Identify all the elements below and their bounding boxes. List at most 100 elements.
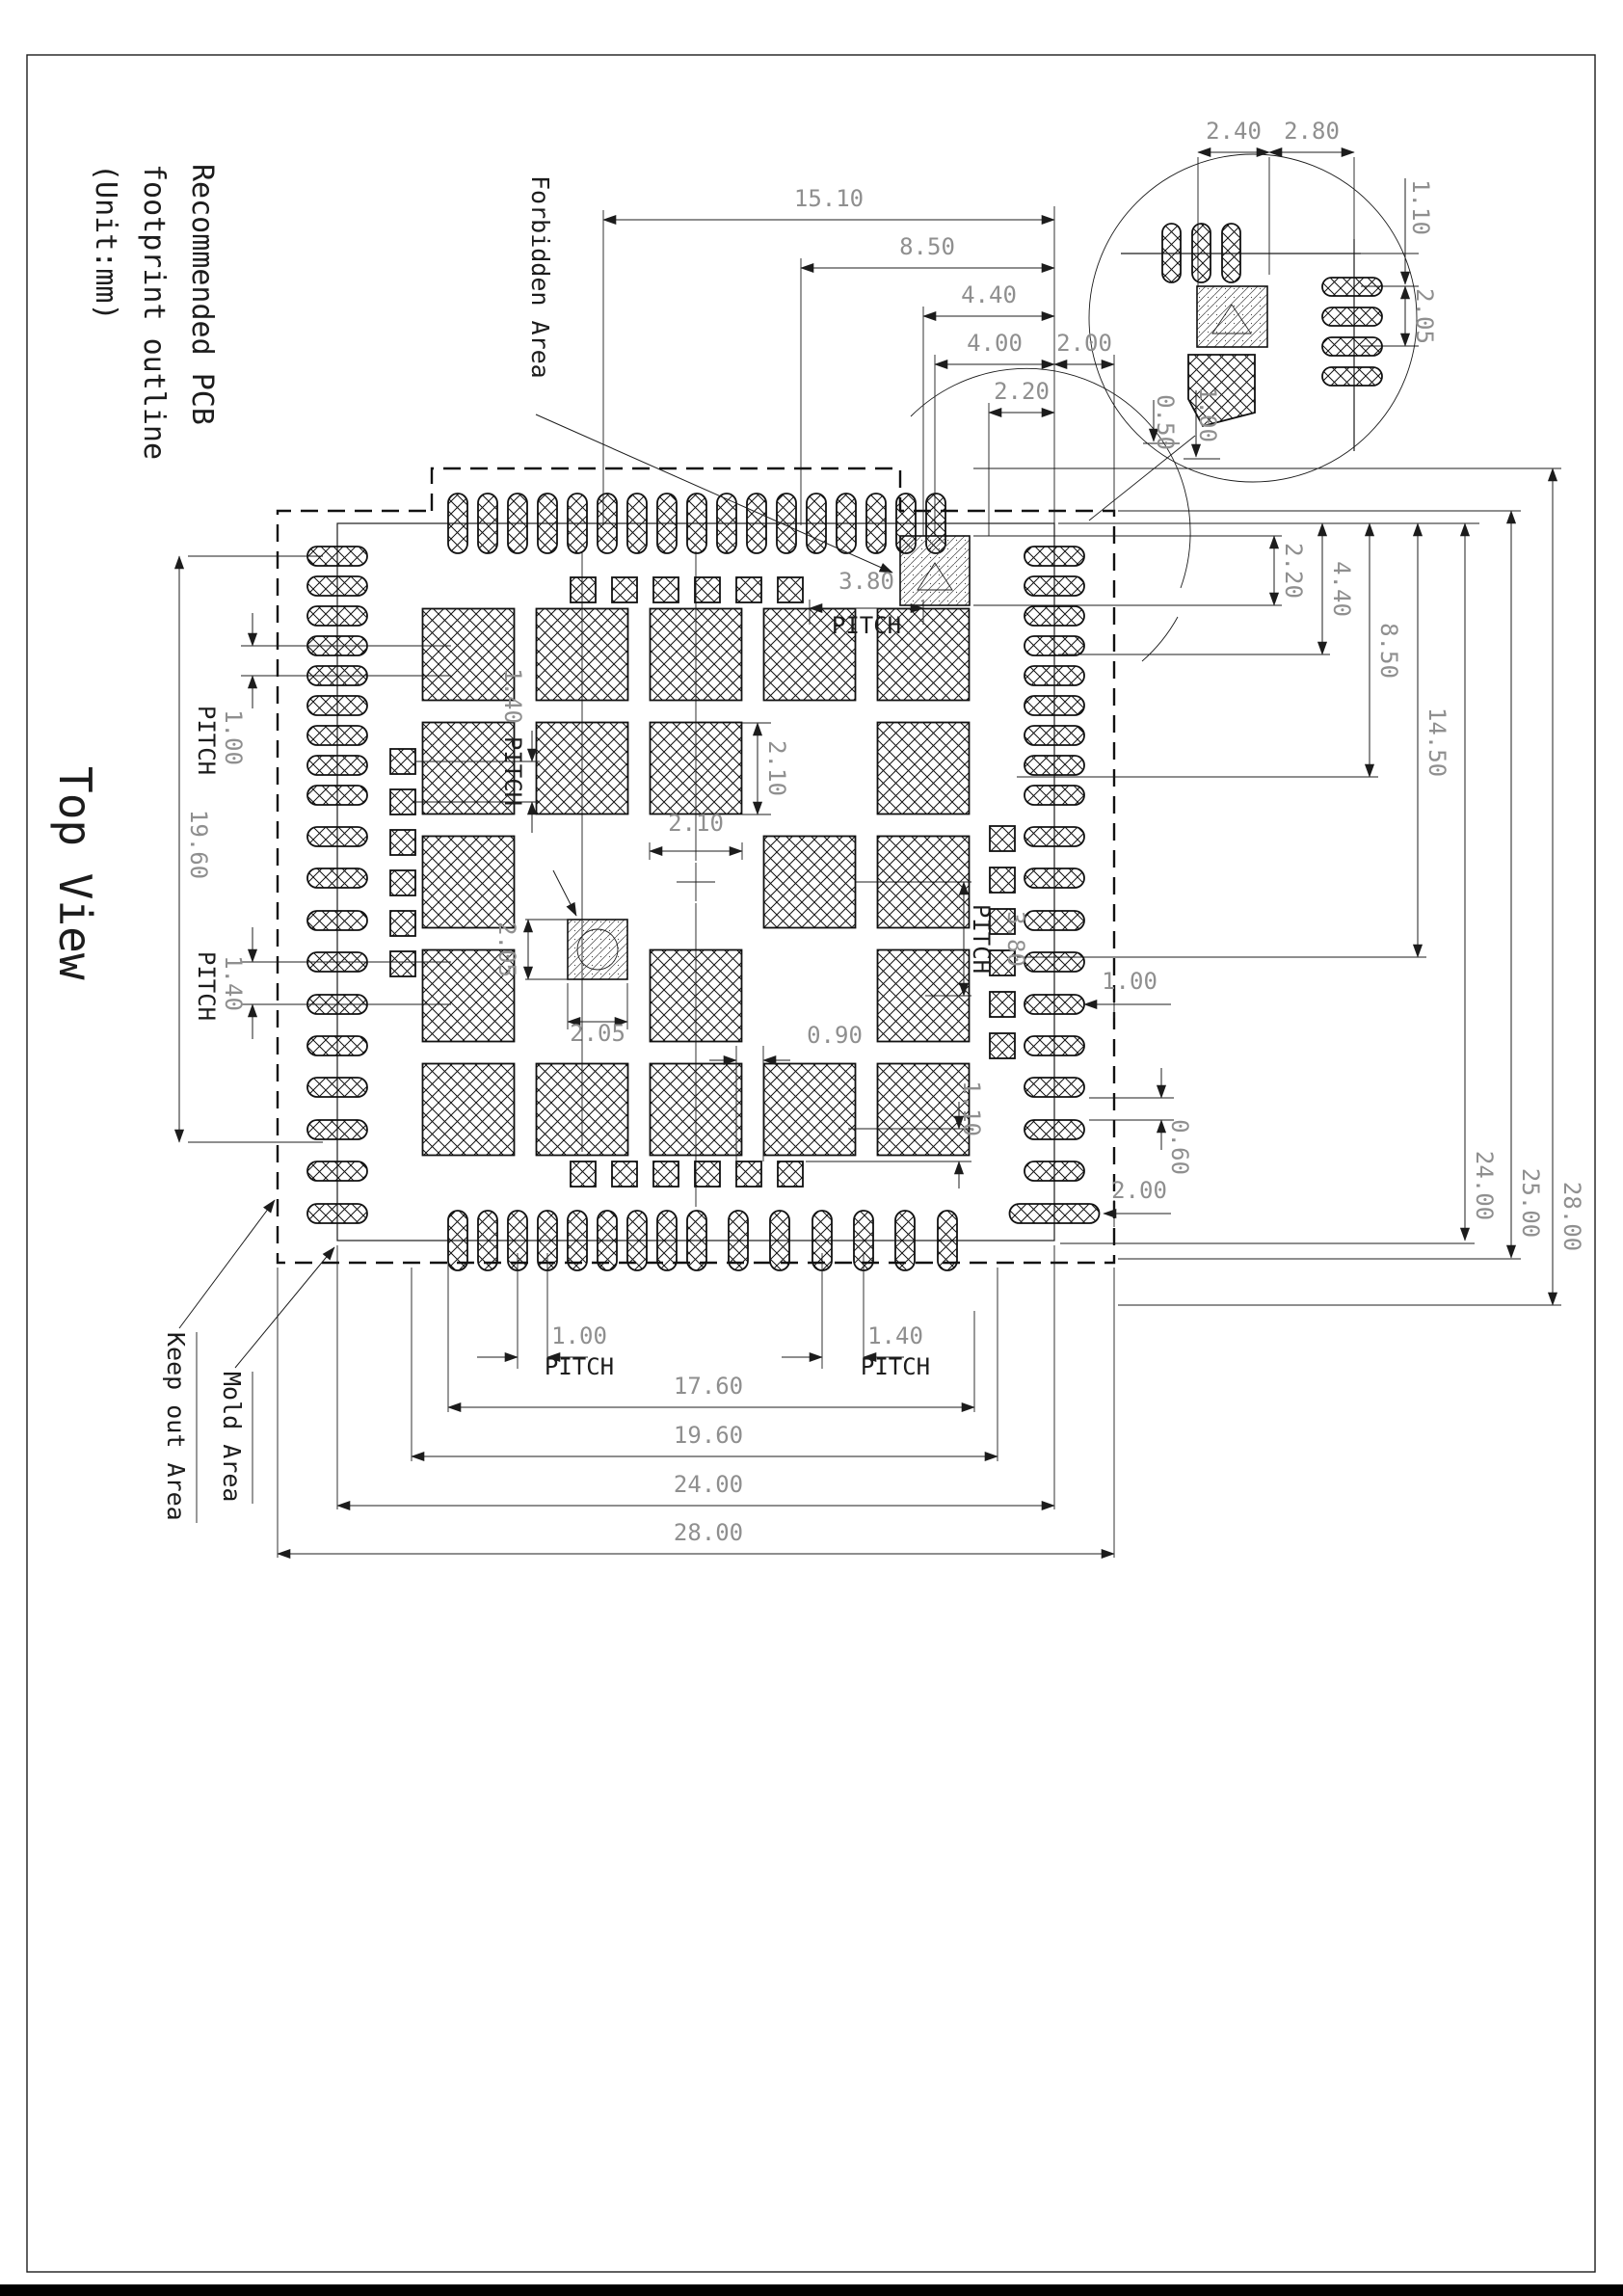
castellated-pad (1024, 1077, 1085, 1098)
smd-pad (989, 908, 1016, 935)
dim-b-17-60: 17.60 (674, 1373, 743, 1400)
castellated-pad (686, 1210, 707, 1271)
dim-b-24-00: 24.00 (674, 1471, 743, 1498)
thermal-leader (552, 869, 577, 917)
castellated-pad (537, 493, 558, 554)
smd-pad (777, 1161, 804, 1188)
castellated-pad (567, 1210, 588, 1271)
keepout-leader (178, 1199, 276, 1329)
bubble-pad (1191, 223, 1211, 283)
dim-top-2-00: 2.00 (1056, 330, 1112, 357)
dim-b-pitch-2: PITCH (861, 1353, 930, 1380)
dim-top-4-00: 4.00 (967, 330, 1023, 357)
castellated-pad (937, 1210, 958, 1271)
castellated-pad (769, 1210, 790, 1271)
castellated-pad (306, 1077, 368, 1098)
bubble-pad (1161, 223, 1182, 283)
dim-right-8-50: 8.50 (1375, 623, 1402, 679)
bubble-pad (1221, 223, 1241, 283)
smd-pad (570, 576, 597, 603)
smd-pad (735, 576, 762, 603)
smd-pad (694, 576, 721, 603)
castellated-pad (1024, 1035, 1085, 1056)
castellated-pad (1008, 1203, 1101, 1224)
smd-pad (570, 1161, 597, 1188)
dim-c-3-80: 3.80 (838, 568, 894, 595)
smd-pad (611, 1161, 638, 1188)
dimension-geometry (173, 147, 1561, 1560)
smd-pad (735, 1161, 762, 1188)
smd-pad (611, 576, 638, 603)
smd-pad (389, 950, 416, 977)
bubble-pad (1321, 336, 1383, 357)
castellated-pad (836, 493, 857, 554)
castellated-pad (306, 1203, 368, 1224)
dim-left-pitch-2: PITCH (193, 951, 220, 1021)
castellated-pad (626, 1210, 648, 1271)
castellated-pad (865, 493, 887, 554)
castellated-pad (656, 1210, 678, 1271)
castellated-pad (626, 493, 648, 554)
castellated-pad (1024, 910, 1085, 931)
dim-c-2-05h: 2.05 (570, 1020, 625, 1047)
thermal-via (576, 928, 619, 971)
dim-c-pitch-b: PITCH (832, 612, 901, 639)
dim-c-0-90: 0.90 (807, 1022, 863, 1049)
dim-top-2-20: 2.20 (994, 378, 1050, 405)
dim-b-1-00: 1.00 (551, 1322, 607, 1349)
castellated-pad (306, 755, 368, 776)
dim-rs-2-00: 2.00 (1111, 1177, 1167, 1204)
dim-c-1-10: 1.10 (958, 1081, 985, 1136)
grid-pad (535, 607, 629, 702)
forbidden-pad (899, 535, 971, 606)
mold-area-label: Mold Area (218, 1372, 246, 1502)
smd-pad (389, 869, 416, 896)
dim-right-4-40: 4.40 (1328, 561, 1355, 617)
grid-pad (421, 948, 516, 1043)
castellated-pad (306, 826, 368, 847)
castellated-pad (1024, 868, 1085, 889)
dim-c-1-40: 1.40 (499, 668, 526, 724)
castellated-pad (746, 493, 767, 554)
dim-right-24-00: 24.00 (1471, 1151, 1498, 1220)
dim-u-2-40: 2.40 (1206, 118, 1262, 145)
dim-b-pitch-1: PITCH (545, 1353, 614, 1380)
smd-pad (389, 829, 416, 856)
castellated-pad (306, 1161, 368, 1182)
castellated-pad (1024, 755, 1085, 776)
smd-pad (389, 748, 416, 775)
bottom-bar (0, 2284, 1623, 2296)
thermal-pad (567, 919, 628, 980)
bubble-pad (1321, 366, 1383, 387)
dim-c-3-80v: 3.80 (1002, 911, 1029, 967)
grid-pad (649, 1062, 743, 1157)
bubble-corner-pad (1187, 354, 1256, 428)
title-line-1: Recommended PCB (185, 164, 219, 425)
castellated-pad (1024, 994, 1085, 1015)
dim-c-2-10v: 2.10 (763, 740, 790, 796)
smd-pad (652, 576, 679, 603)
detail-arc (910, 367, 1191, 589)
castellated-pad (306, 868, 368, 889)
grid-pad (876, 721, 971, 815)
castellated-pad (306, 1035, 368, 1056)
castellated-pad (1024, 605, 1085, 627)
castellated-pad (716, 493, 737, 554)
castellated-pad (656, 493, 678, 554)
forbidden-leader (535, 414, 893, 574)
dim-u-1-10: 1.10 (1407, 179, 1434, 235)
dim-right-25-00: 25.00 (1517, 1168, 1544, 1238)
dim-left-19-60: 19.60 (185, 810, 212, 879)
castellated-pad (306, 605, 368, 627)
grid-pad (649, 607, 743, 702)
mold-leader (234, 1246, 335, 1369)
grid-pad (535, 721, 629, 815)
dim-c-pitch-c: PITCH (968, 904, 995, 974)
dim-u-2-05: 2.05 (1411, 288, 1438, 344)
smd-pad (989, 1032, 1016, 1059)
grid-pad (421, 607, 516, 702)
grid-pad (876, 1062, 971, 1157)
forbidden-area-label: Forbidden Area (526, 175, 554, 379)
smd-pad (389, 910, 416, 937)
